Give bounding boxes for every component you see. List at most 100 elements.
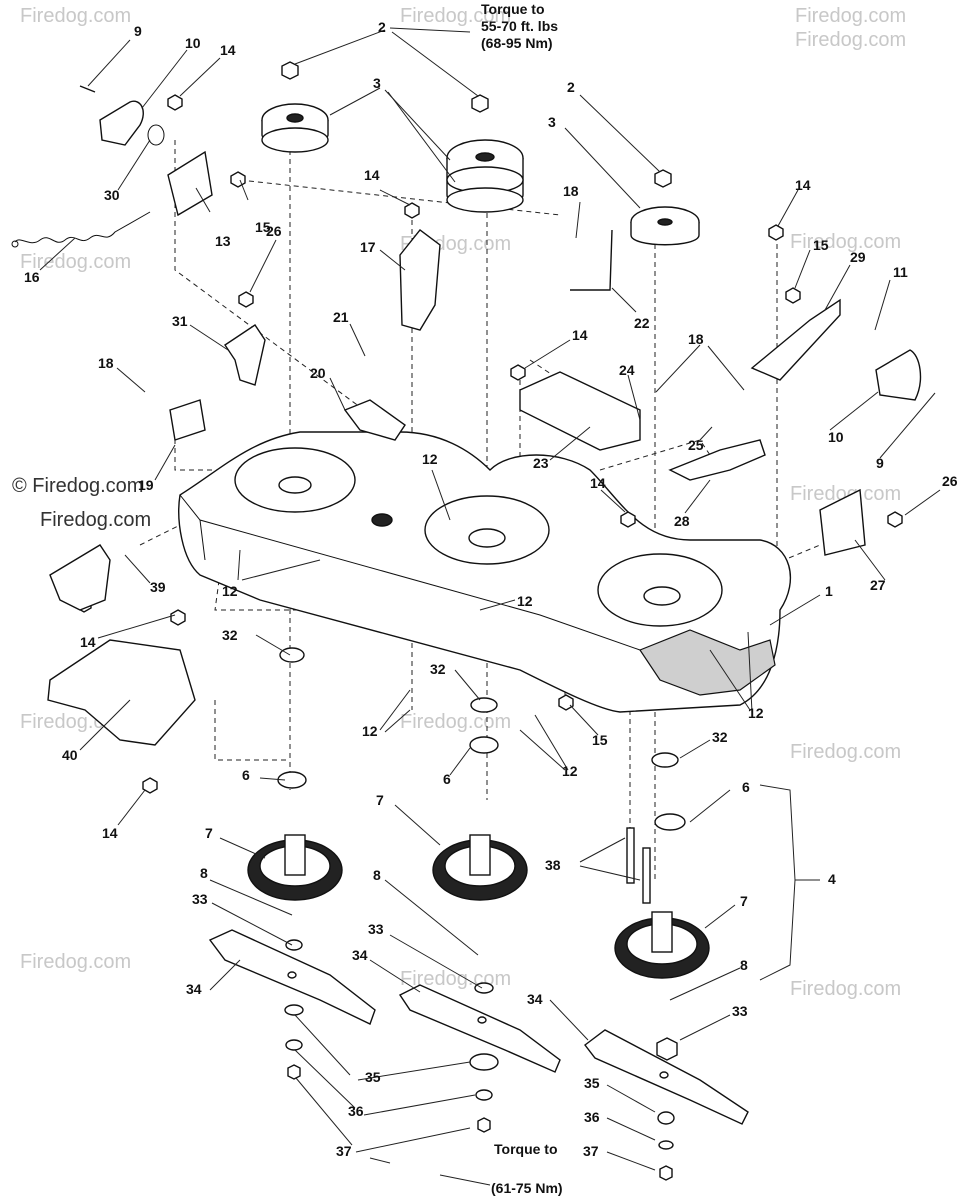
callout-14: 14 xyxy=(364,167,380,183)
blade-left xyxy=(208,929,376,1025)
callout-17: 17 xyxy=(360,239,376,255)
callout-34: 34 xyxy=(186,981,202,997)
mower-deck-shell xyxy=(178,431,792,713)
torque-note-bottom: (61-75 Nm) xyxy=(491,1180,563,1196)
torque-note-top: Torque to xyxy=(481,1,545,17)
callout-22: 22 xyxy=(634,315,650,331)
callout-34: 34 xyxy=(352,947,368,963)
spindle-center xyxy=(432,834,528,901)
callout-25: 25 xyxy=(688,437,704,453)
callout-11: 11 xyxy=(893,264,908,280)
callout-10: 10 xyxy=(185,35,201,51)
spindle-right xyxy=(614,911,710,979)
callout-10: 10 xyxy=(828,429,844,445)
watermark: Firedog.com xyxy=(20,5,131,27)
callout-6: 6 xyxy=(443,771,451,787)
callout-35: 35 xyxy=(365,1069,381,1085)
callout-6: 6 xyxy=(242,767,250,783)
callout-33: 33 xyxy=(368,921,384,937)
callout-12: 12 xyxy=(748,705,764,721)
pulley-left xyxy=(261,103,329,153)
watermark: Firedog.com xyxy=(795,5,906,27)
callout-8: 8 xyxy=(373,867,381,883)
watermark: Firedog.com xyxy=(790,231,901,253)
callout-14: 14 xyxy=(572,327,588,343)
callout-37: 37 xyxy=(583,1143,599,1159)
callout-3: 3 xyxy=(548,114,556,130)
watermark: Firedog.com xyxy=(790,978,901,1000)
callout-33: 33 xyxy=(732,1003,748,1019)
watermark: Firedog.com xyxy=(20,251,131,273)
callout-8: 8 xyxy=(200,865,208,881)
callout-14: 14 xyxy=(590,475,606,491)
torque-note-top: 55-70 ft. lbs xyxy=(481,18,558,34)
callout-9: 9 xyxy=(876,455,884,471)
bearings xyxy=(277,647,686,831)
callout-26: 26 xyxy=(942,473,958,489)
callout-12: 12 xyxy=(517,593,533,609)
callout-2: 2 xyxy=(567,79,575,95)
callout-32: 32 xyxy=(222,627,238,643)
callout-9: 9 xyxy=(134,23,142,39)
callout-8: 8 xyxy=(740,957,748,973)
callout-29: 29 xyxy=(850,249,866,265)
torque-note-top: (68-95 Nm) xyxy=(481,35,553,51)
callout-36: 36 xyxy=(584,1109,600,1125)
callout-12: 12 xyxy=(562,763,578,779)
callout-36: 36 xyxy=(348,1103,364,1119)
callout-15: 15 xyxy=(255,219,271,235)
callout-33: 33 xyxy=(192,891,208,907)
bolts xyxy=(626,827,651,904)
callout-31: 31 xyxy=(172,313,188,329)
callout-7: 7 xyxy=(205,825,213,841)
callout-37: 37 xyxy=(336,1143,352,1159)
callout-38: 38 xyxy=(545,857,561,873)
callout-34: 34 xyxy=(527,991,543,1007)
spring xyxy=(11,211,151,248)
watermark: Firedog.com xyxy=(795,29,906,51)
callout-4: 4 xyxy=(828,871,836,887)
callout-15: 15 xyxy=(813,237,829,253)
watermark-main: Firedog.com xyxy=(40,509,151,531)
callout-labels: 9 10 14 2 3 2 3 14 18 14 30 15 13 16 17 … xyxy=(24,19,958,1159)
callout-18: 18 xyxy=(563,183,579,199)
callout-14: 14 xyxy=(220,42,236,58)
callout-20: 20 xyxy=(310,365,326,381)
callout-13: 13 xyxy=(215,233,231,249)
watermark: Firedog.com xyxy=(20,951,131,973)
callout-18: 18 xyxy=(98,355,114,371)
callout-35: 35 xyxy=(584,1075,600,1091)
callout-19: 19 xyxy=(138,477,154,493)
leader-lines xyxy=(39,27,941,1186)
callout-7: 7 xyxy=(376,792,384,808)
watermark: Firedog.com xyxy=(790,741,901,763)
callout-12: 12 xyxy=(222,583,238,599)
callout-18: 18 xyxy=(688,331,704,347)
callout-15: 15 xyxy=(592,732,608,748)
callout-24: 24 xyxy=(619,362,635,378)
callout-14: 14 xyxy=(80,634,96,650)
callout-23: 23 xyxy=(533,455,549,471)
torque-note-bottom: Torque to xyxy=(494,1141,558,1157)
pulley-center xyxy=(446,139,524,213)
pulley-right xyxy=(630,206,700,246)
callout-16: 16 xyxy=(24,269,40,285)
callout-7: 7 xyxy=(740,893,748,909)
callout-6: 6 xyxy=(742,779,750,795)
callout-21: 21 xyxy=(333,309,349,325)
watermark-main: © Firedog.com xyxy=(12,475,143,497)
watermark: Firedog.com xyxy=(400,5,511,27)
callout-14: 14 xyxy=(102,825,118,841)
callout-12: 12 xyxy=(422,451,438,467)
blade-center xyxy=(398,984,561,1073)
callout-32: 32 xyxy=(430,661,446,677)
callout-2: 2 xyxy=(378,19,386,35)
watermark: Firedog.com xyxy=(400,711,511,733)
callout-12: 12 xyxy=(362,723,378,739)
idler-arm-left xyxy=(79,85,213,217)
callout-39: 39 xyxy=(150,579,166,595)
blade-hardware xyxy=(284,939,678,1181)
callout-28: 28 xyxy=(674,513,690,529)
callout-14: 14 xyxy=(795,177,811,193)
